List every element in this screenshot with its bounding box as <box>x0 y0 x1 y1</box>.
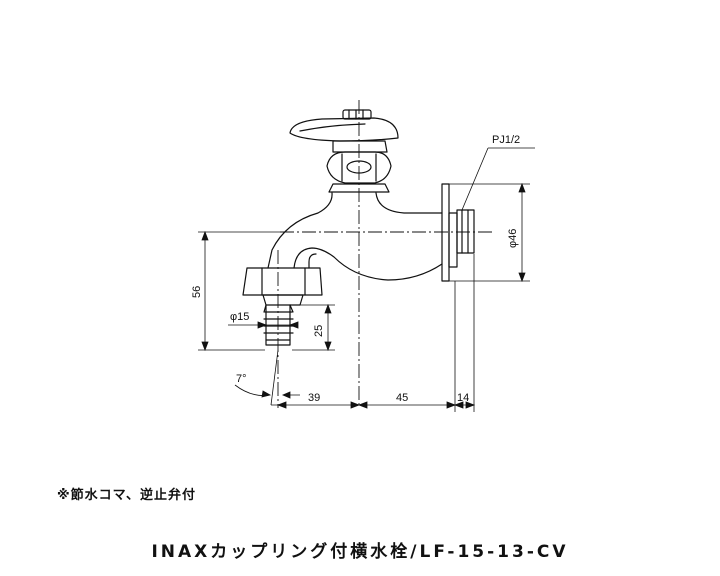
dim-len-b-label: 45 <box>396 392 408 404</box>
product-title: INAXカップリング付横水栓/LF-15-13-CV <box>151 542 569 562</box>
dim-angle-label: 7° <box>236 373 247 385</box>
dim-len-a-label: 39 <box>308 392 320 404</box>
dim-flange-dia-lines <box>449 182 530 283</box>
feature-note: ※節水コマ、逆止弁付 <box>57 488 196 503</box>
dim-thread-label: PJ1/2 <box>492 134 520 146</box>
dim-angle-lines <box>234 349 300 406</box>
bonnet-nut <box>326 140 392 193</box>
dim-hose-dia-lines <box>228 321 299 329</box>
dim-length-lines <box>271 254 476 412</box>
dim-len-c-label: 14 <box>457 392 469 404</box>
center-lines <box>277 100 494 408</box>
spout-body <box>267 192 443 281</box>
dim-flange-dia-label: φ46 <box>507 229 519 248</box>
dim-hose-len-label: 25 <box>313 325 325 337</box>
dim-height-label: 56 <box>191 286 203 298</box>
handle <box>289 109 399 142</box>
dim-hose-len-lines <box>292 303 335 352</box>
dim-hose-dia-label: φ15 <box>230 311 249 323</box>
dim-height-lines <box>198 230 280 352</box>
dim-thread-leader <box>461 147 535 211</box>
wall-flange <box>441 183 475 282</box>
coupling-nut <box>242 267 323 306</box>
